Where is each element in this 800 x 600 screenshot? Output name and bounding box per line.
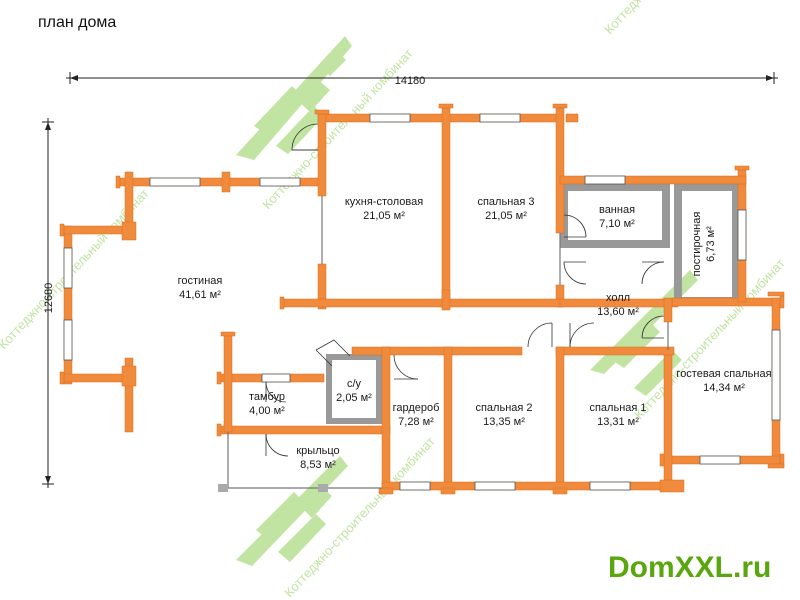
room-porch-area: 8,53 м² (300, 459, 336, 471)
dimension-width-label: 14180 (395, 75, 426, 87)
room-bed3-name: спальная 3 (477, 196, 534, 208)
room-bed3-area: 21,05 м² (485, 210, 527, 222)
watermark-top-right: Коттеджно-строительный комбинат (601, 0, 758, 37)
room-bed2-area: 13,35 м² (483, 416, 525, 428)
room-bed1-name: спальная 1 (589, 402, 646, 414)
room-hall-area: 13,60 м² (597, 306, 639, 318)
room-guest-area: 14,34 м² (703, 382, 745, 394)
watermark-text: Коттеджно-строительный комбинат (631, 256, 788, 422)
brand-logo-text: DomXXL.ru (608, 551, 772, 584)
room-kitchen-name: кухня-столовая (345, 196, 423, 208)
room-porch-name: крыльцо (296, 445, 339, 457)
room-tambur-name: тамбур (249, 391, 285, 403)
room-bath-area: 7,10 м² (599, 218, 635, 230)
room-living-name: гостиная (178, 275, 223, 287)
room-guest-name: гостевая спальная (676, 368, 771, 380)
room-labels: гостиная 41,61 м² кухня-столовая 21,05 м… (178, 196, 772, 471)
room-wardrobe-name: гардероб (393, 402, 440, 414)
porch-posts (218, 484, 328, 492)
room-kitchen-area: 21,05 м² (363, 210, 405, 222)
room-bath-name: ванная (599, 204, 635, 216)
room-living-area: 41,61 м² (179, 289, 221, 301)
windows (63, 113, 781, 491)
watermark-text: Коттеджно-строительный комбинат (601, 0, 758, 37)
room-tambur-area: 4,00 м² (249, 405, 285, 417)
room-hall-name: холл (606, 292, 630, 304)
doors (265, 123, 665, 457)
thin-walls (220, 196, 669, 489)
room-wc-name: с/у (347, 378, 362, 390)
dimension-height-label: 12680 (43, 283, 55, 314)
log-ends (59, 103, 785, 495)
watermark-right: Коттеджно-строительный комбинат (590, 256, 788, 422)
watermark-text: Коттеджно-строительный комбинат (259, 46, 416, 212)
page-title: план дома (38, 14, 117, 31)
watermark-bottom: Коттеджно-строительный комбинат (236, 434, 438, 600)
room-bed1-area: 13,31 м² (597, 416, 639, 428)
room-wardrobe-area: 7,28 м² (398, 416, 434, 428)
room-bed2-name: спальная 2 (475, 402, 532, 414)
room-wc-area: 2,05 м² (336, 392, 372, 404)
room-laundry-name: постирочная (691, 212, 703, 277)
log-walls (63, 107, 781, 491)
room-laundry-area: 6,73 м² (705, 226, 717, 262)
